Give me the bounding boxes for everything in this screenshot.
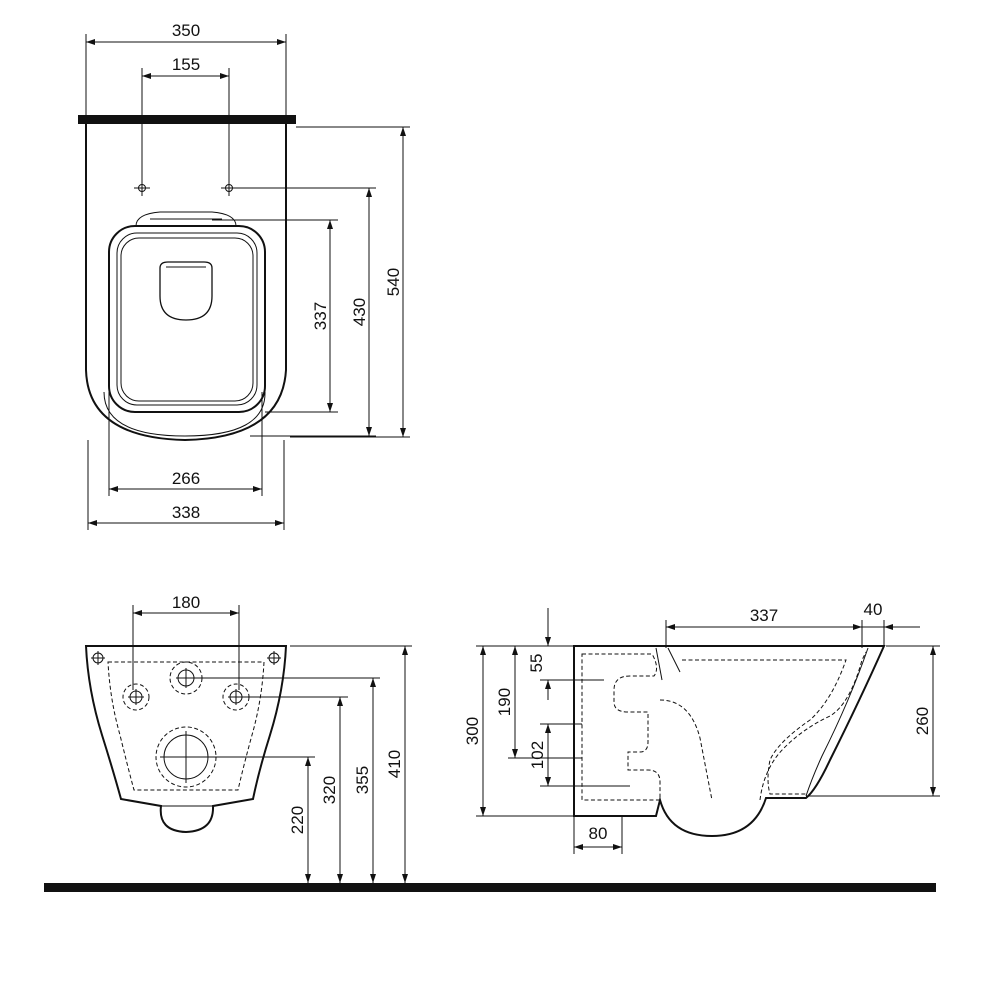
dim-label-430: 430 bbox=[350, 298, 369, 326]
dim-label-side-337: 337 bbox=[750, 606, 778, 625]
dim-label-355: 355 bbox=[353, 766, 372, 794]
dim-outlet-diameter: 102 bbox=[528, 723, 630, 787]
floor-line bbox=[44, 883, 936, 892]
dim-bolt-height: 320 bbox=[244, 696, 348, 883]
dim-label-260: 260 bbox=[913, 707, 932, 735]
top-view: 350 155 337 430 bbox=[78, 21, 410, 530]
dim-bowl-length: 430 bbox=[237, 187, 376, 437]
dim-label-80: 80 bbox=[589, 824, 608, 843]
dim-label-337: 337 bbox=[311, 302, 330, 330]
dim-total-height: 300 bbox=[463, 645, 574, 817]
front-view: 180 220 320 355 410 bbox=[44, 593, 936, 892]
dim-label-410: 410 bbox=[385, 750, 404, 778]
dim-overall-length: 540 bbox=[290, 126, 410, 438]
seat-lid-edge bbox=[120, 237, 254, 402]
side-view: 337 40 55 190 bbox=[463, 600, 940, 854]
wall-plate bbox=[78, 115, 296, 124]
fixing-hole-right bbox=[221, 180, 237, 196]
bowl-opening bbox=[159, 261, 213, 321]
dim-label-266: 266 bbox=[172, 469, 200, 488]
seat-outer bbox=[108, 225, 266, 413]
dim-body-width: 338 bbox=[87, 440, 285, 530]
dim-label-155: 155 bbox=[172, 55, 200, 74]
dim-label-350: 350 bbox=[172, 21, 200, 40]
dim-label-338: 338 bbox=[172, 503, 200, 522]
corner-screw-left bbox=[91, 651, 105, 665]
rim-inner-line bbox=[103, 391, 266, 437]
dim-inlet-height: 355 bbox=[196, 677, 380, 883]
dim-label-320: 320 bbox=[320, 776, 339, 804]
dim-wall-depth: 80 bbox=[573, 816, 623, 854]
corner-screw-right bbox=[267, 651, 281, 665]
dim-rim-height: 410 bbox=[290, 645, 412, 883]
seat-inner bbox=[116, 232, 258, 406]
dim-fixing-spacing: 155 bbox=[141, 55, 230, 180]
dim-label-40: 40 bbox=[864, 600, 883, 619]
dim-inlet-drop: 190 bbox=[495, 645, 580, 759]
side-outline bbox=[573, 645, 886, 838]
dim-front-height: 260 bbox=[806, 645, 940, 797]
bolt-hole-left bbox=[122, 683, 150, 711]
dim-label-55: 55 bbox=[527, 654, 546, 673]
dim-seat-width: 266 bbox=[108, 392, 263, 496]
dim-label-300: 300 bbox=[463, 717, 482, 745]
side-inner-dashed bbox=[581, 653, 661, 801]
dim-bolt-spacing: 180 bbox=[132, 593, 240, 690]
dim-label-220: 220 bbox=[288, 806, 307, 834]
dim-overall-width: 350 bbox=[85, 21, 287, 115]
dim-label-540: 540 bbox=[384, 268, 403, 296]
bolt-hole-right bbox=[222, 683, 250, 711]
dim-label-190: 190 bbox=[495, 688, 514, 716]
rim-surface bbox=[655, 647, 869, 797]
dim-label-102: 102 bbox=[528, 741, 547, 769]
dim-label-180: 180 bbox=[172, 593, 200, 612]
dim-rim-to-wall: 337 bbox=[665, 606, 863, 648]
fixing-hole-left bbox=[134, 180, 150, 196]
front-inner-dashed bbox=[107, 661, 265, 791]
dim-seat-length: 337 bbox=[212, 219, 338, 413]
dim-rim-overhang: 40 bbox=[862, 600, 920, 646]
bowl-inner-dashed bbox=[682, 659, 847, 795]
dim-outlet-height: 220 bbox=[186, 756, 315, 883]
